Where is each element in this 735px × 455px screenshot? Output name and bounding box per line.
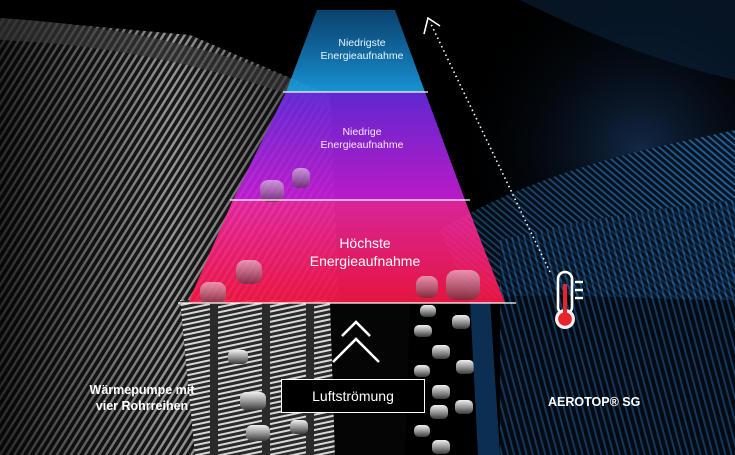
tier-middle-line1: Niedrige bbox=[342, 126, 382, 138]
tier-top-line1: Niedrigste bbox=[338, 37, 386, 49]
tier-top-line2: Energieaufnahme bbox=[320, 50, 404, 63]
tier-middle-line2: Energieaufnahme bbox=[320, 139, 404, 152]
aerotop-label: AEROTOP® SG bbox=[548, 395, 641, 409]
dotted-arrow-icon bbox=[423, 16, 551, 273]
tier-top-band bbox=[286, 10, 425, 92]
tier-middle-band bbox=[233, 92, 465, 200]
heat-pump-line2: vier Rohrreihen bbox=[95, 399, 189, 414]
tier-bottom-line1: Höchste bbox=[339, 235, 391, 251]
tier-bottom-line2: Energieaufnahme bbox=[309, 252, 421, 269]
thermometer-icon bbox=[555, 270, 583, 329]
tier-middle-label: Niedrige Energieaufnahme bbox=[262, 126, 462, 152]
tube-column-right bbox=[414, 300, 500, 455]
airflow-box: Luftströmung bbox=[281, 379, 425, 413]
heat-pump-line1: Wärmepumpe mit bbox=[89, 383, 195, 397]
airflow-label: Luftströmung bbox=[312, 388, 394, 404]
tier-bottom-label: Höchste Energieaufnahme bbox=[245, 235, 485, 270]
tier-top-label: Niedrigste Energieaufnahme bbox=[262, 37, 462, 63]
chevron-up-icon bbox=[332, 320, 380, 363]
heat-pump-label: Wärmepumpe mit vier Rohrreihen bbox=[72, 382, 212, 415]
